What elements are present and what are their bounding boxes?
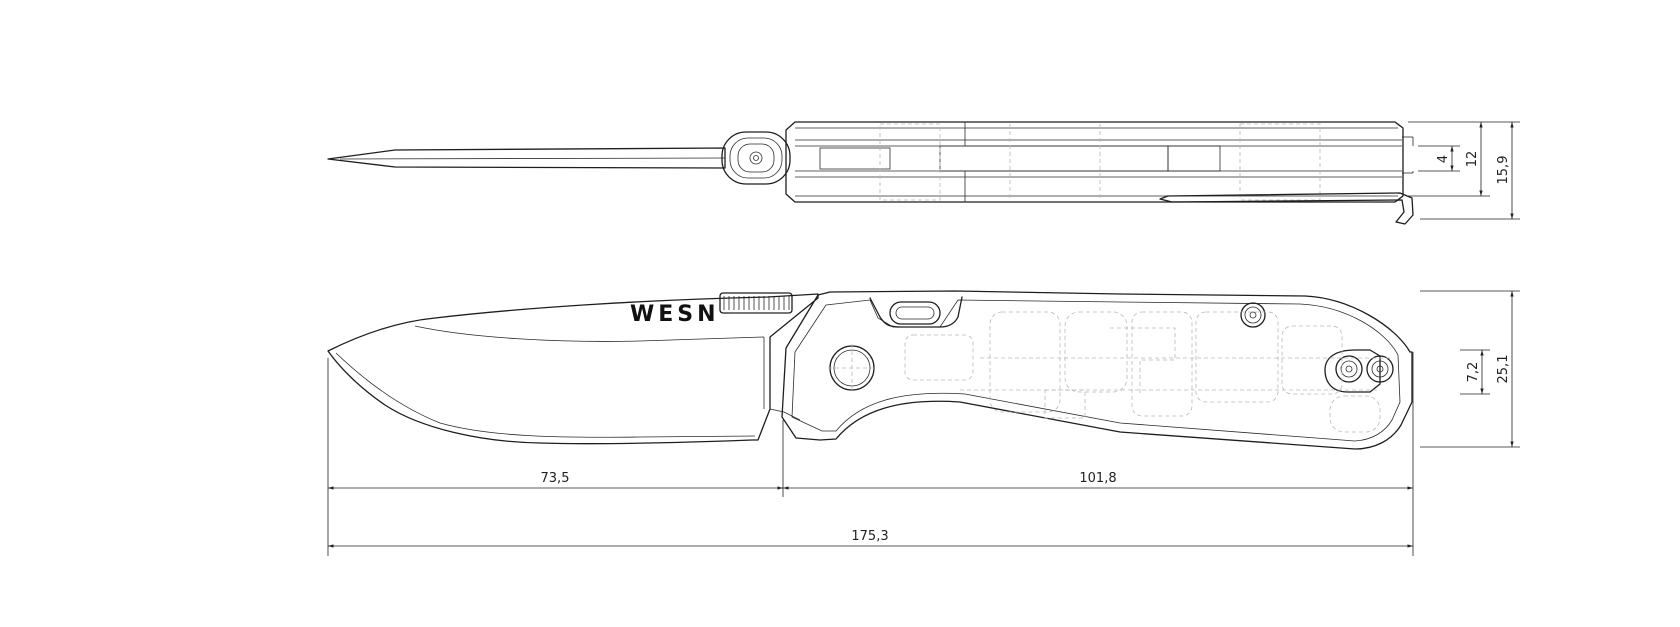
side-view: WESN bbox=[327, 290, 1413, 450]
hidden-lines bbox=[904, 311, 1390, 433]
back-screw-top bbox=[1240, 302, 1266, 328]
dim-blade-length: 73,5 bbox=[541, 471, 570, 486]
side-handle bbox=[781, 290, 1413, 450]
rear-screws bbox=[1324, 349, 1394, 393]
dimension-lines bbox=[327, 121, 1520, 556]
blade-brand-text: WESN bbox=[630, 302, 720, 327]
dimension-labels: 73,5 101,8 175,3 4 12 15,9 7,2 25,1 bbox=[541, 151, 1511, 544]
dim-clip-gap: 4 bbox=[1436, 155, 1451, 163]
dim-handle-thickness: 12 bbox=[1465, 151, 1480, 168]
thumb-jimping bbox=[719, 292, 793, 314]
top-pocket-clip bbox=[1159, 192, 1414, 225]
lock-slot bbox=[869, 296, 963, 328]
top-handle bbox=[785, 121, 1404, 203]
top-view bbox=[327, 121, 1414, 225]
side-blade bbox=[327, 293, 819, 445]
dim-handle-height: 25,1 bbox=[1496, 355, 1511, 384]
pivot-screw bbox=[828, 344, 876, 392]
dim-pivot-diameter: 7,2 bbox=[1466, 362, 1481, 383]
top-thumb-disc bbox=[721, 131, 791, 185]
dim-overall-thickness: 15,9 bbox=[1496, 156, 1511, 185]
dim-overall-length: 175,3 bbox=[851, 529, 888, 544]
dim-handle-length: 101,8 bbox=[1079, 471, 1116, 486]
